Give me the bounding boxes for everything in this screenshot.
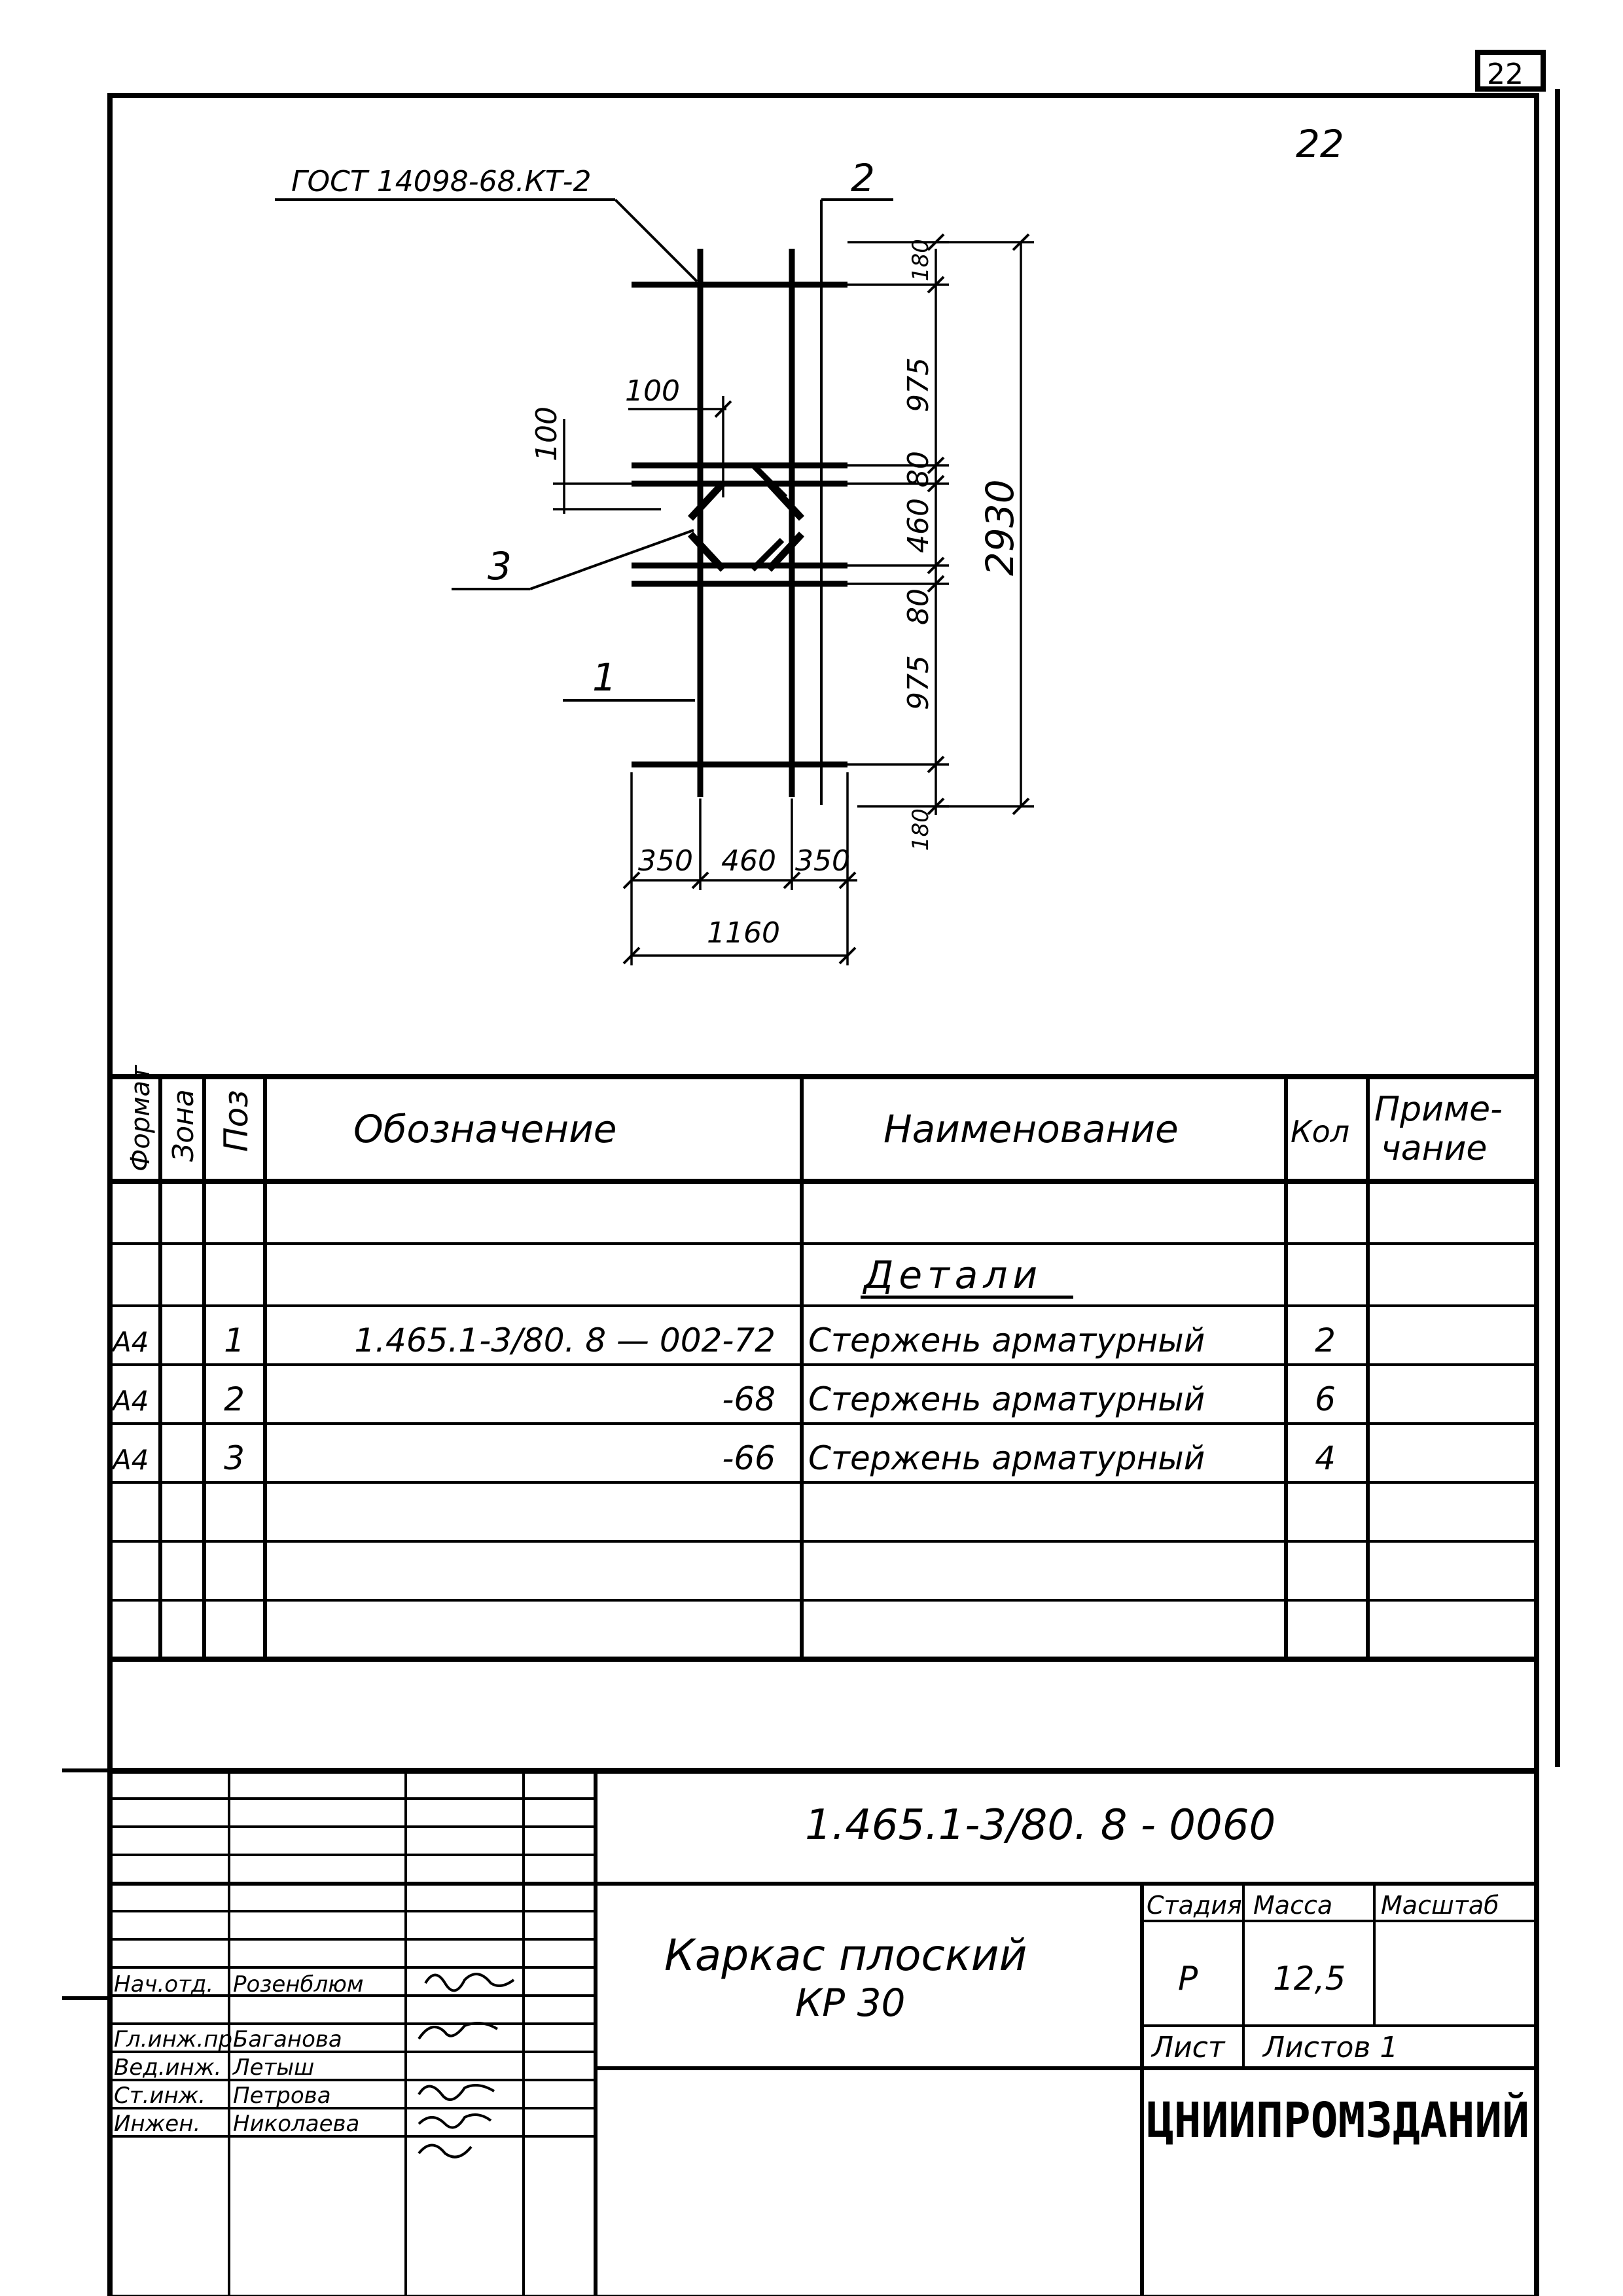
dim-350-right: 350: [795, 844, 850, 878]
role-name: Николаева: [233, 2111, 359, 2137]
dim-100-vertical: 100: [530, 406, 563, 461]
dimension-ticks: [622, 233, 1030, 965]
row-qty: 6: [1315, 1380, 1336, 1418]
role-label: Нач.отд.: [114, 1971, 213, 1998]
dim-180-top: 180: [908, 239, 934, 281]
header-pos: Поз: [217, 1090, 255, 1152]
role-label: Вед.инж.: [114, 2054, 221, 2081]
role-name: Петрова: [233, 2083, 331, 2109]
corner-sheet-tab: 22: [1475, 50, 1546, 92]
stage-value: Р: [1178, 1960, 1198, 1998]
row-name: Стержень арматурный: [808, 1380, 1205, 1418]
dim-350-left: 350: [638, 844, 693, 878]
document-code: 1.465.1-3/80. 8 - 0060: [805, 1801, 1275, 1850]
dim-1160: 1160: [707, 916, 780, 950]
row-qty: 2: [1315, 1321, 1336, 1359]
header-designation: Обозначение: [353, 1107, 616, 1151]
dim-80-top: 80: [902, 451, 935, 488]
stage-label: Стадия: [1147, 1891, 1242, 1920]
dim-2930: 2930: [978, 479, 1022, 576]
callout-pos-2: 2: [851, 156, 875, 200]
dim-975-top: 975: [902, 357, 935, 412]
diagonal-bar-2: [687, 531, 726, 572]
dim-460-vertical: 460: [902, 498, 935, 553]
diagonal-bar-6: [750, 537, 785, 572]
dim-80-bottom: 80: [902, 588, 935, 625]
handwritten-sheet-number: 22: [1296, 122, 1344, 166]
diagonal-bar-4: [766, 531, 805, 572]
callout-pos-3: 3: [488, 544, 512, 588]
title-block-grid: [107, 1768, 1539, 2296]
role-label: Инжен.: [114, 2111, 200, 2137]
row-format: А4: [111, 1444, 149, 1476]
row-designation: -66: [722, 1439, 776, 1477]
role-name: Баганова: [233, 2026, 342, 2053]
row-pos: 1: [224, 1321, 245, 1359]
row-name: Стержень арматурный: [808, 1439, 1205, 1477]
sheet-label: Лист: [1150, 2031, 1226, 2064]
header-note-line1: Приме-: [1374, 1090, 1503, 1129]
scale-label: Масштаб: [1381, 1891, 1499, 1920]
mass-value: 12,5: [1273, 1960, 1346, 1998]
row-format: А4: [111, 1326, 149, 1358]
header-note-line2: чание: [1381, 1129, 1487, 1168]
header-name: Наименование: [883, 1107, 1179, 1151]
header-qty: Кол: [1291, 1114, 1349, 1149]
corner-sheet-number: 22: [1487, 58, 1524, 91]
role-name: Летыш: [232, 2054, 314, 2081]
dim-975-bottom: 975: [902, 655, 935, 710]
spec-table-grid: [110, 1074, 1537, 1662]
header-zone: Зона: [167, 1089, 200, 1162]
sheets-label: Листов 1: [1262, 2031, 1398, 2064]
dim-100-horizontal: 100: [625, 374, 680, 408]
row-format: А4: [111, 1385, 149, 1417]
organization-name: ЦНИИПРОМЗДАНИЙ: [1147, 2091, 1529, 2149]
section-title: Детали: [862, 1253, 1043, 1297]
role-name: Розенблюм: [233, 1971, 364, 1998]
title-block-roles: Нач.отд. РозенблюмГл.инж.пр.БагановаВед.и…: [114, 1971, 364, 2137]
title-line-2: КР 30: [795, 1981, 905, 2025]
dim-460-horizontal: 460: [721, 844, 776, 878]
leader-lines: [275, 198, 893, 805]
role-label: Гл.инж.пр.: [114, 2026, 240, 2053]
row-pos: 2: [224, 1380, 245, 1418]
role-label: Ст.инж.: [114, 2083, 205, 2109]
callout-pos-1: 1: [592, 655, 616, 700]
dim-180-bottom: 180: [908, 808, 934, 851]
title-line-1: Каркас плоский: [664, 1930, 1027, 1981]
diagonal-bar-1: [687, 480, 726, 521]
row-designation: -68: [722, 1380, 776, 1418]
row-designation: 1.465.1-3/80. 8 — 002-72: [354, 1321, 776, 1359]
gost-label: ГОСТ 14098-68.КТ-2: [291, 165, 592, 198]
dimension-lines: [553, 241, 1034, 965]
cage-drawing: [632, 249, 847, 797]
row-name: Стержень арматурный: [808, 1321, 1205, 1359]
sheet-frame: [107, 89, 1560, 1774]
header-format: Формат: [126, 1064, 156, 1172]
signatures: [418, 1973, 515, 2159]
diagonal-bar-5: [750, 462, 788, 500]
row-qty: 4: [1315, 1439, 1336, 1477]
mass-label: Масса: [1253, 1891, 1332, 1920]
row-pos: 3: [224, 1439, 245, 1477]
